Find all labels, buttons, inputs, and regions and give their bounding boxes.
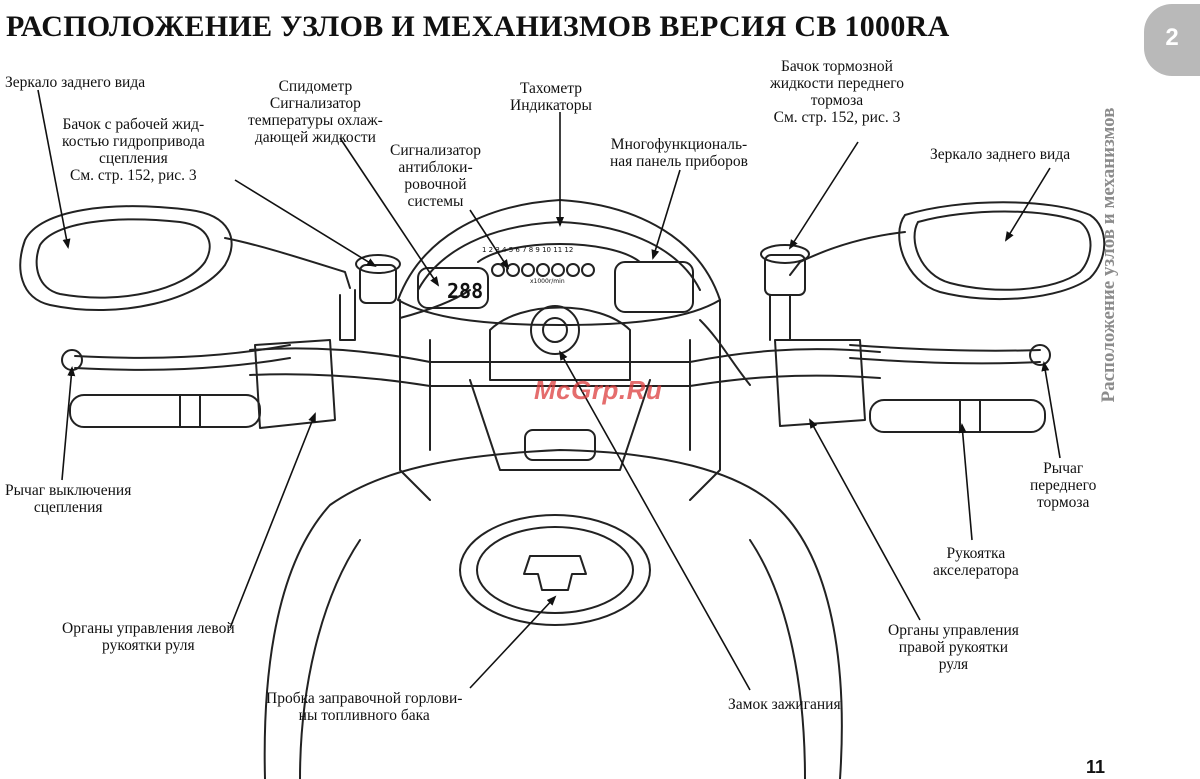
gauge-tach-unit: x1000r/min xyxy=(530,278,565,285)
left-switch-housing xyxy=(254,339,336,429)
ignition-switch xyxy=(530,305,580,355)
gauge-speed-digits: 288 xyxy=(447,279,483,303)
chapter-tab xyxy=(1144,4,1200,76)
label-mirror-right: Зеркало заднего вида xyxy=(930,146,1071,163)
label-mirror-left: Зеркало заднего вида xyxy=(5,74,146,91)
right-switch-housing xyxy=(774,339,866,427)
tachometer-arc xyxy=(477,243,641,263)
label-tachometer: Тахометр Индикаторы xyxy=(510,80,592,114)
label-brake-reservoir: Бачок тормозной жидкости переднего тормо… xyxy=(770,58,904,126)
leader-lines xyxy=(37,89,1061,691)
chapter-number: 2 xyxy=(1165,24,1179,51)
label-multi-panel: Многофункциональ- ная панель приборов xyxy=(610,136,749,170)
leader-clutch-lever xyxy=(61,366,76,481)
clutch-reservoir xyxy=(359,264,397,304)
label-right-controls: Органы управления правой рукоятки руля xyxy=(888,622,1019,673)
label-speedometer: Спидометр Сигнализатор температуры охлаж… xyxy=(248,78,383,146)
leader-speedometer xyxy=(339,137,440,287)
throttle-grip xyxy=(869,399,1046,433)
brake-reservoir xyxy=(764,254,806,296)
mirror-right xyxy=(898,201,1106,301)
handlebar xyxy=(249,347,881,363)
leader-right-controls xyxy=(809,418,921,621)
leader-mirror-right xyxy=(1004,167,1051,242)
fuel-cap xyxy=(459,514,651,626)
leader-clutch-reservoir xyxy=(234,179,377,268)
fuel-tank xyxy=(263,449,843,779)
label-front-brake-lever: Рычаг переднего тормоза xyxy=(1030,460,1097,511)
label-left-controls: Органы управления левой рукоятки руля xyxy=(62,620,235,654)
label-ignition: Замок зажигания xyxy=(728,696,841,713)
leader-left-controls xyxy=(229,412,316,629)
label-fuel-cap: Пробка заправочной горлови- ны топливног… xyxy=(266,690,463,724)
label-clutch-lever: Рычаг выключения сцепления xyxy=(5,482,132,516)
leader-abs-indicator xyxy=(469,209,510,270)
watermark: McGrp.Ru xyxy=(534,375,663,405)
leader-multi-panel xyxy=(651,169,681,260)
leader-brake-lever xyxy=(1041,361,1061,459)
clutch-lever xyxy=(74,344,291,359)
leader-fuel-cap xyxy=(469,595,557,689)
page-number: 11 xyxy=(1086,757,1106,777)
brake-lever xyxy=(849,344,1041,352)
instrument-cluster xyxy=(397,199,721,326)
leader-ignition xyxy=(559,350,751,691)
leader-throttle xyxy=(958,423,973,541)
page-title: РАСПОЛОЖЕНИЕ УЗЛОВ И МЕХАНИЗМОВ ВЕРСИЯ C… xyxy=(6,10,950,43)
leader-brake-reservoir xyxy=(788,141,859,250)
label-clutch-reservoir: Бачок с рабочей жид- костью гидропривода… xyxy=(62,116,205,184)
label-abs-indicator: Сигнализатор антиблоки- ровочной системы xyxy=(390,142,482,210)
label-throttle-grip: Рукоятка акселератора xyxy=(933,545,1019,579)
indicator-lights xyxy=(491,263,595,277)
mirror-left xyxy=(19,205,233,311)
gauge-tach-scale: 1 2 3 4 5 6 7 8 9 10 11 12 xyxy=(482,246,573,254)
leader-mirror-left xyxy=(37,89,71,249)
left-grip xyxy=(69,394,261,428)
